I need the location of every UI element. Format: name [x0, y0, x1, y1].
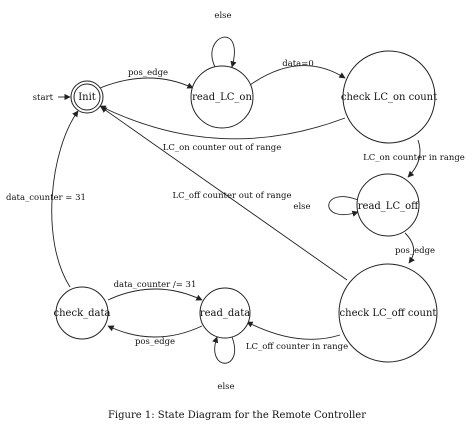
state-init: Init: [70, 80, 104, 114]
label-check-lc-off-to-init: LC_off counter out of range: [172, 191, 291, 201]
label-check-data-to-read-data: data_counter /= 31: [114, 280, 197, 290]
label-read-lc-on-self: else: [214, 11, 231, 21]
label-init-to-read-lc-on: pos_edge: [128, 68, 168, 78]
edge-check-data-to-read-data: [107, 288, 203, 301]
edge-check-lc-on-to-init: [99, 105, 346, 140]
label-check-lc-on-to-init: LC_on counter out of range: [163, 143, 281, 153]
edge-read-data-self-loop: [212, 336, 235, 364]
edge-init-to-read-lc-on: [99, 77, 194, 89]
label-read-lc-on-to-check-lc-on: data=0: [282, 59, 314, 69]
edge-check-lc-on-to-read-lc-off: [407, 139, 421, 178]
edge-read-data-to-check-data: [107, 325, 203, 338]
state-check-lc-off-count: check LC_off count: [338, 263, 438, 363]
edge-check-lc-off-to-init: [100, 106, 348, 281]
label-read-lc-off-self: else: [293, 202, 310, 212]
state-read-lc-off-label: read_LC_off: [358, 201, 419, 212]
label-check-lc-on-to-read-lc-off: LC_on counter in range: [363, 153, 465, 163]
label-check-lc-off-to-read-data: LC_off counter in range: [246, 342, 348, 352]
edge-read-lc-on-self-loop: [211, 36, 237, 68]
start-label: start: [33, 93, 54, 103]
state-init-label: Init: [78, 92, 96, 103]
label-read-data-self: else: [217, 382, 234, 392]
state-check-lc-off-count-label: check LC_off count: [340, 308, 437, 319]
state-check-lc-on-count: check LC_on count: [341, 50, 437, 144]
edge-read-lc-off-to-check-lc-off: [404, 232, 415, 264]
state-read-data: read_data: [199, 287, 251, 339]
label-check-data-to-init: data_counter = 31: [6, 193, 86, 203]
edge-check-data-to-init: [51, 110, 79, 288]
label-read-data-to-check-data: pos_edge: [135, 337, 175, 347]
edge-read-lc-on-to-check-lc-on: [249, 65, 346, 86]
state-check-data: check_data: [54, 286, 111, 340]
state-read-lc-off: read_LC_off: [356, 173, 420, 237]
edge-check-lc-off-to-read-data: [246, 321, 341, 340]
figure-caption: Figure 1: State Diagram for the Remote C…: [108, 410, 366, 421]
state-read-lc-on: read_LC_on: [190, 65, 254, 129]
state-check-lc-on-count-label: check LC_on count: [341, 92, 437, 103]
state-read-lc-on-label: read_LC_on: [192, 92, 252, 103]
edge-read-lc-off-self-loop: [328, 196, 359, 217]
state-check-data-label: check_data: [54, 308, 111, 319]
state-read-data-label: read_data: [200, 308, 250, 319]
label-read-lc-off-to-check-lc-off: pos_edge: [395, 246, 435, 256]
